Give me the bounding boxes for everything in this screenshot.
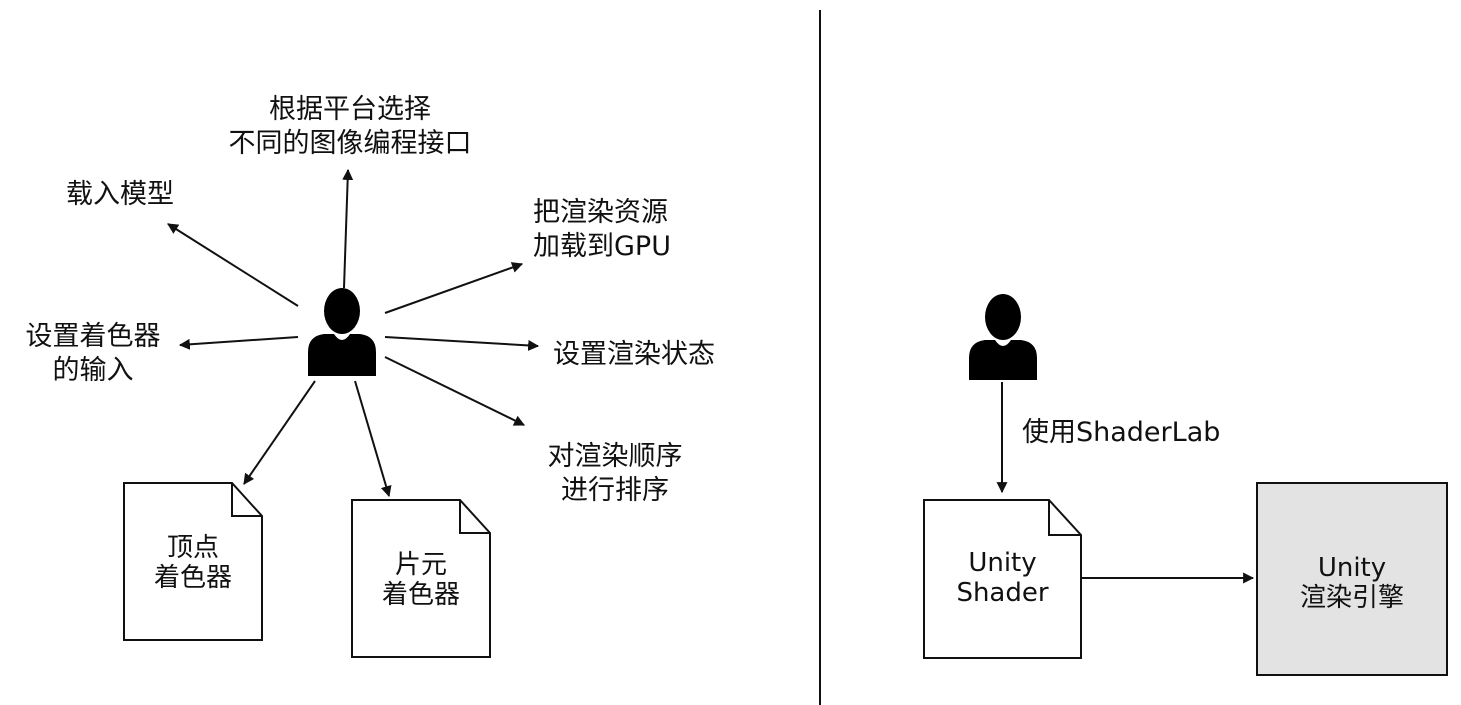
fragment-shader-label: 片元 着色器 [381,550,460,610]
arrow-to-render-order [384,356,525,426]
fragment-shader-document [351,499,491,658]
label-load-model: 载入模型 [66,179,174,210]
label-load-to-gpu: 把渲染资源 加载到GPU [533,197,671,262]
arrow-to-load-model [167,223,299,307]
arrow-to-platform [342,168,354,289]
label-render-state: 设置渲染状态 [553,339,715,370]
label-render-order: 对渲染顺序 进行排序 [547,441,683,506]
label-platform-api: 根据平台选择 不同的图像编程接口 [228,94,472,159]
unity-shader-document [923,499,1082,659]
developer-person-icon [308,288,376,376]
arrow-to-render-state [384,336,540,351]
left-arrows [167,168,540,498]
arrow-to-load-gpu [384,262,524,314]
user-person-icon [969,294,1037,380]
label-shader-input: 设置着色器 的输入 [25,321,161,386]
vertex-shader-label: 顶点 着色器 [153,533,232,593]
label-use-shaderlab: 使用ShaderLab [1022,417,1221,448]
arrow-to-shader-input [178,336,299,350]
render-engine-label: Unity 渲染引擎 [1299,553,1404,613]
vertex-shader-document [123,482,263,641]
arrow-to-vertex-shader [243,380,316,485]
arrow-to-fragment-shader [354,380,392,498]
unity-shader-label: Unity Shader [956,548,1049,608]
render-engine-box [1256,482,1448,676]
right-arrows [996,382,1255,584]
